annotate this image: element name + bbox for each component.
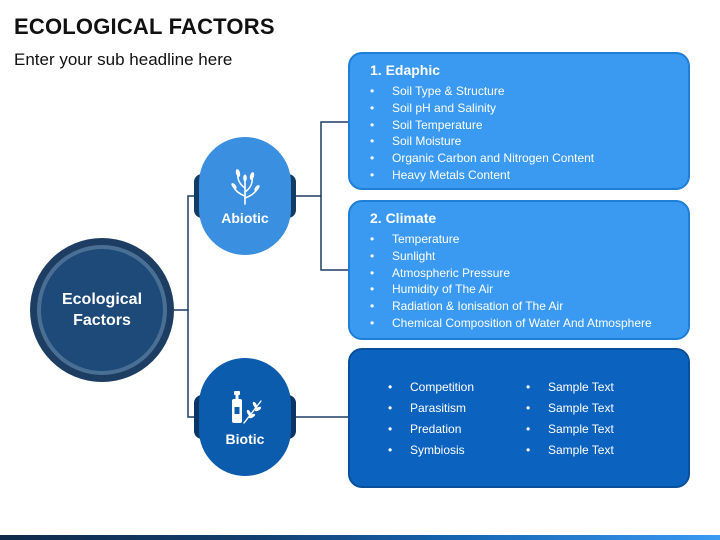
climate-heading: 2. Climate [370, 210, 437, 226]
list-item: Sunlight [370, 248, 676, 265]
plant-sprout-icon [231, 169, 260, 205]
list-item: Sample Text [526, 377, 614, 398]
edaphic-list: Soil Type & Structure Soil pH and Salini… [370, 83, 670, 184]
connector-to-edaphic [294, 121, 348, 197]
edaphic-heading: 1. Edaphic [370, 62, 441, 78]
main-label-line1: Ecological [61, 291, 143, 308]
page-subtitle: Enter your sub headline here [14, 50, 233, 69]
list-item: Soil Temperature [370, 117, 670, 134]
list-item: Humidity of The Air [370, 281, 676, 298]
main-label-line2: Factors [73, 312, 131, 329]
list-item: Predation [388, 419, 474, 440]
climate-list: Temperature Sunlight Atmospheric Pressur… [370, 231, 676, 332]
main-node-ecological-factors: Ecological Factors [37, 245, 167, 375]
biotic-list-col1: Competition Parasitism Predation Symbios… [388, 377, 474, 461]
list-item: Parasitism [388, 398, 474, 419]
list-item: Soil Type & Structure [370, 83, 670, 100]
list-item: Sample Text [526, 440, 614, 461]
list-item: Heavy Metals Content [370, 167, 670, 184]
list-item: Organic Carbon and Nitrogen Content [370, 150, 670, 167]
list-item: Soil pH and Salinity [370, 100, 670, 117]
page-title: ECOLOGICAL FACTORS [14, 14, 275, 39]
biotic-box: Competition Parasitism Predation Symbios… [348, 348, 690, 488]
biotic-label: Biotic [225, 431, 265, 447]
list-item: Symbiosis [388, 440, 474, 461]
edaphic-box: 1. Edaphic Soil Type & Structure Soil pH… [348, 52, 690, 190]
list-item: Sample Text [526, 398, 614, 419]
list-item: Chemical Composition of Water And Atmosp… [370, 315, 676, 332]
list-item: Sample Text [526, 419, 614, 440]
connector-to-climate [320, 196, 348, 271]
biotic-node: Biotic [199, 358, 291, 476]
biotic-list-col2: Sample Text Sample Text Sample Text Samp… [526, 377, 614, 461]
bottle-and-branch-icon [232, 391, 262, 424]
abiotic-node: Abiotic [199, 137, 291, 255]
list-item: Atmospheric Pressure [370, 265, 676, 282]
abiotic-label: Abiotic [221, 210, 269, 226]
climate-box: 2. Climate Temperature Sunlight Atmosphe… [348, 200, 690, 340]
list-item: Soil Moisture [370, 133, 670, 150]
list-item: Temperature [370, 231, 676, 248]
list-item: Radiation & Ionisation of The Air [370, 298, 676, 315]
bottom-accent-bar [0, 535, 720, 540]
list-item: Competition [388, 377, 474, 398]
